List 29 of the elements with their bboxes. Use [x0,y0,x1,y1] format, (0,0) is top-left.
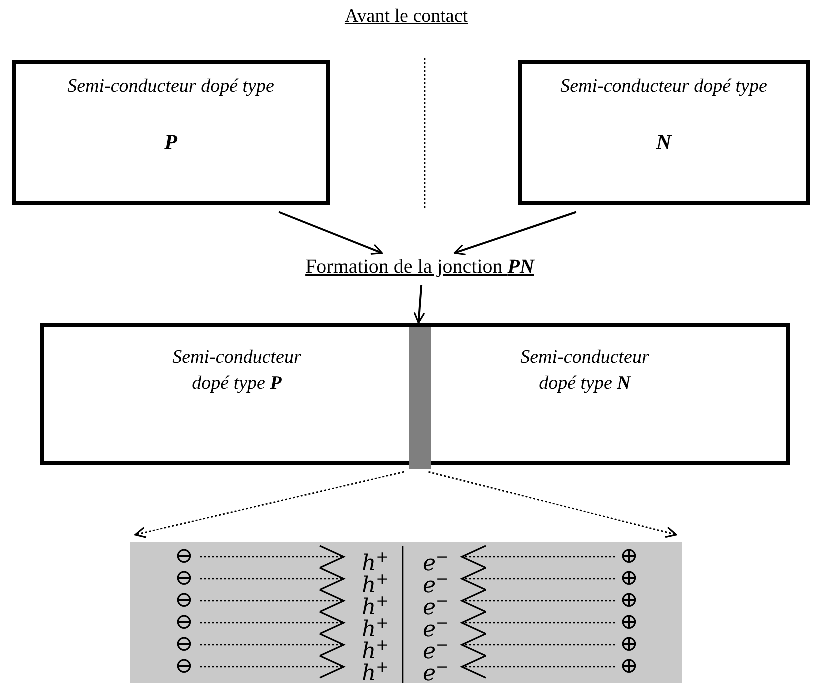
depletion-zone-panel [130,542,682,683]
dotted-arrow [428,471,678,538]
negative-ion: ⊖ [175,656,194,678]
arrow [454,211,577,256]
arrow [278,211,383,255]
semiconductor-box [518,60,810,205]
negative-ion: ⊖ [175,612,194,634]
positive-ion: ⊕ [620,612,638,634]
positive-ion: ⊕ [620,590,638,612]
type-label: N [655,130,673,155]
region-label: Semi-conducteur dopé type N [520,346,650,396]
positive-ion: ⊕ [620,568,638,590]
depletion-zone-bar [409,327,431,469]
arrow [414,285,426,324]
negative-ion: ⊖ [175,634,194,656]
title: Avant le contact [344,6,470,28]
box-heading: Semi-conducteur dopé type [66,76,276,98]
type-label: P [164,130,178,155]
negative-ion: ⊖ [175,546,194,568]
negative-ion: ⊖ [175,590,194,612]
positive-ion: ⊕ [620,634,638,656]
step-heading: Formation de la jonction PN [306,256,534,279]
negative-ion: ⊖ [175,568,194,590]
positive-ion: ⊕ [620,546,638,568]
semiconductor-box [12,60,330,205]
region-label: Semi-conducteur dopé type P [172,346,302,396]
box-heading: Semi-conducteur dopé type [560,76,768,98]
positive-ion: ⊕ [620,656,638,678]
dotted-arrow [134,471,404,538]
